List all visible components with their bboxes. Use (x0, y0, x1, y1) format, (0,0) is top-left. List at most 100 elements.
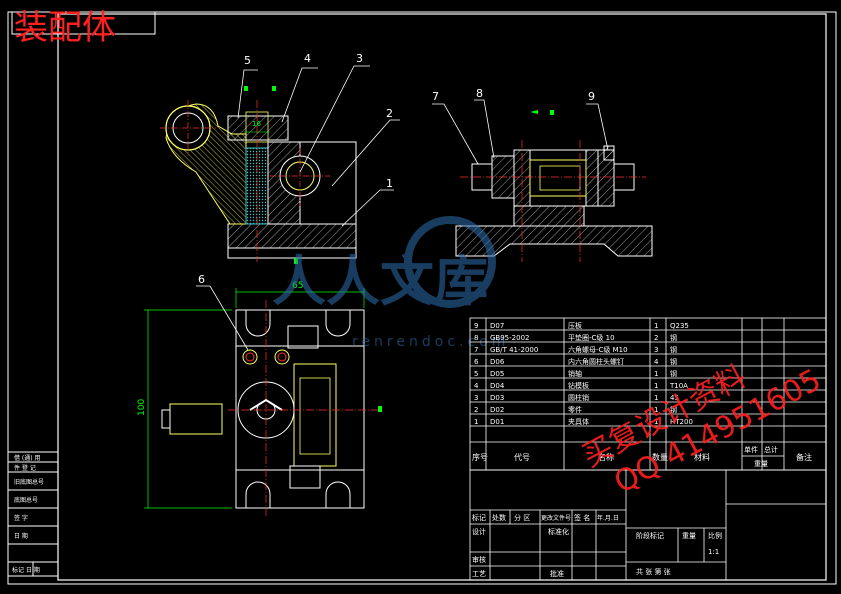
callout-3: 3 (356, 52, 363, 65)
svg-text:总计: 总计 (764, 445, 778, 454)
bom-cell-qty: 1 (654, 322, 658, 330)
bom-cell-material: 45 (670, 394, 679, 402)
svg-text:旧底图总号: 旧底图总号 (14, 478, 44, 486)
svg-text:重量: 重量 (682, 532, 696, 540)
height-dimension: 100 (137, 399, 147, 416)
svg-text:renrendoc.com: renrendoc.com (352, 334, 509, 350)
bom-cell-material: HT200 (670, 418, 693, 426)
bom-cell-qty: 1 (654, 418, 658, 426)
bom-cell-code: D05 (490, 370, 504, 378)
promo-watermark: 买复设计资料 QQ 414951605 (577, 359, 827, 500)
svg-text:阶段标记: 阶段标记 (636, 531, 664, 540)
dimension-lines (144, 288, 365, 509)
slot-dimension: 16 (252, 120, 261, 128)
bom-cell-qty: 1 (654, 382, 658, 390)
bom-cell-code: D04 (490, 382, 505, 390)
svg-text:设计: 设计 (472, 527, 486, 536)
svg-text:重量: 重量 (754, 460, 768, 468)
left-registration-strip: 借 (通) 用 件 登 记 旧底图总号 底图总号 签 字 日 期 标记 日 期 (7, 451, 59, 577)
svg-text:审核: 审核 (472, 555, 486, 564)
svg-text:共 张 第 张: 共 张 第 张 (636, 567, 671, 576)
bom-cell-qty: 1 (654, 370, 658, 378)
svg-text:比例: 比例 (708, 531, 722, 540)
svg-text:备注: 备注 (796, 452, 812, 462)
svg-text:数量: 数量 (652, 452, 668, 462)
bom-cell-name: 六角螺母-C级 M10 (568, 345, 628, 354)
svg-text:更改文件号: 更改文件号 (541, 514, 571, 522)
watermark-logo: 人人文库 renrendoc.com (272, 216, 509, 350)
bom-cell-code: D01 (490, 418, 504, 426)
bom-cell-qty: 1 (654, 406, 658, 414)
svg-text:标准化: 标准化 (548, 527, 569, 536)
bom-cell-no: 1 (474, 418, 478, 426)
svg-text:标记 日 期: 标记 日 期 (12, 566, 40, 574)
bom-cell-code: D02 (490, 406, 504, 414)
title-block (469, 469, 827, 581)
bom-cell-material: Q235 (670, 322, 689, 330)
svg-text:批准: 批准 (550, 569, 564, 578)
svg-text:1:1: 1:1 (708, 548, 719, 556)
bom-cell-material: 钢 (670, 333, 677, 342)
bom-header: 序号 代号 名称 数量 材料 单件 总计 重量 备注 (472, 445, 812, 468)
svg-text:年.月.日: 年.月.日 (597, 514, 619, 522)
svg-text:处数: 处数 (492, 513, 506, 522)
svg-text:签 字: 签 字 (14, 514, 28, 522)
callout-6: 6 (198, 273, 205, 286)
svg-text:签 名: 签 名 (574, 513, 590, 522)
top-plan-view (161, 300, 382, 518)
bom-cell-name: 零件 (568, 405, 582, 414)
svg-text:人人文库: 人人文库 (272, 250, 488, 313)
bom-cell-no: 3 (474, 394, 478, 402)
bom-cell-material: 钢 (670, 369, 677, 378)
svg-text:标记: 标记 (472, 513, 486, 522)
bom-cell-qty: 3 (654, 346, 658, 354)
bom-cell-no: 2 (474, 406, 478, 414)
bom-cell-name: 内六角圆柱头螺钉 (568, 357, 624, 366)
bom-cell-material: 钢 (670, 357, 677, 366)
bom-cell-material: T10A (669, 382, 688, 390)
title-block-text: 标记 处数 分 区 更改文件号 签 名 年.月.日 设计 标准化 审核 工艺 批… (472, 513, 722, 578)
svg-text:件 登 记: 件 登 记 (14, 464, 36, 472)
width-dimension: 65 (292, 281, 303, 291)
svg-text:借 (通) 用: 借 (通) 用 (14, 454, 41, 462)
bom-cell-name: 圆柱销 (568, 393, 589, 402)
svg-text:序号: 序号 (472, 452, 488, 462)
bom-cell-no: 9 (474, 322, 478, 330)
callout-5: 5 (244, 54, 251, 67)
bom-cell-qty: 1 (654, 394, 658, 402)
callout-2: 2 (386, 107, 393, 120)
callout-8: 8 (476, 87, 483, 100)
bom-cell-code: D03 (490, 394, 504, 402)
bom-cell-code: D06 (490, 358, 505, 366)
bom-cell-qty: 2 (654, 334, 658, 342)
side-section-view (455, 110, 653, 262)
callout-7: 7 (432, 90, 439, 103)
svg-text:单件: 单件 (744, 445, 758, 454)
leaders-left (237, 65, 400, 227)
svg-text:分 区: 分 区 (514, 513, 530, 522)
callout-1: 1 (386, 177, 393, 190)
bom-cell-code: D07 (490, 322, 504, 330)
bom-cell-name: 钻模板 (568, 381, 589, 390)
bill-of-materials (469, 317, 827, 471)
front-section-view: 16 (160, 86, 357, 264)
bom-cell-name: 销轴 (568, 369, 582, 378)
svg-text:材料: 材料 (694, 452, 710, 462)
bom-cell-no: 4 (474, 382, 479, 390)
inner-frame (57, 13, 827, 581)
bom-cell-name: 夹具体 (568, 417, 589, 426)
svg-text:代号: 代号 (514, 452, 530, 462)
outer-frame (7, 11, 837, 585)
bom-cell-no: 8 (474, 334, 478, 342)
title-corner-box (11, 11, 156, 35)
svg-text:名称: 名称 (598, 452, 614, 462)
bom-cell-qty: 4 (654, 358, 659, 366)
bom-cell-name: 平垫圈-C级 10 (568, 333, 615, 342)
bom-cell-material: 钢 (670, 405, 677, 414)
callout-4: 4 (304, 52, 311, 65)
bom-cell-name: 压板 (568, 321, 582, 330)
svg-text:日 期: 日 期 (14, 532, 28, 540)
